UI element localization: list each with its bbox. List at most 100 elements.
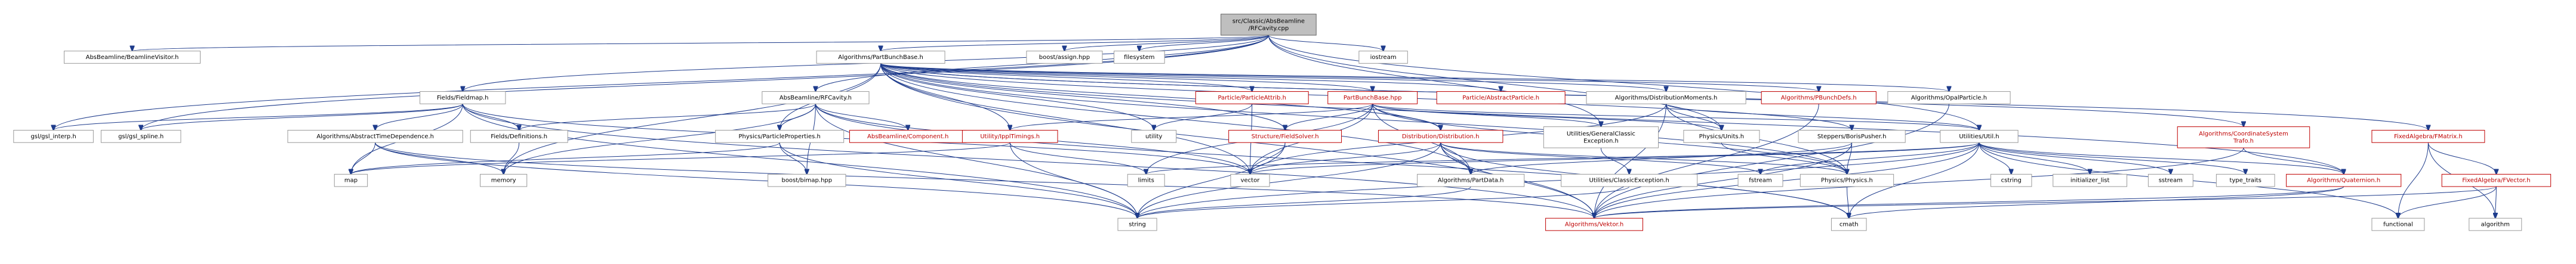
node-label: Distribution/Distribution.h xyxy=(1402,133,1480,140)
node-fmatrix[interactable]: FixedAlgebra/FMatrix.h xyxy=(2371,130,2485,143)
node-map[interactable]: map xyxy=(334,173,368,187)
node-label: Algorithms/PBunchDefs.h xyxy=(1781,95,1857,101)
node-bmap[interactable]: boost/bimap.hpp xyxy=(768,173,846,187)
edge-fieldmap-to-vektor xyxy=(462,104,1594,218)
node-label: Utilities/GeneralClassic xyxy=(1567,131,1635,137)
node-steppers[interactable]: Steppers/BorisPusher.h xyxy=(1798,130,1906,143)
node-vektor[interactable]: Algorithms/Vektor.h xyxy=(1545,218,1643,231)
node-initlist[interactable]: initializer_list xyxy=(2053,173,2128,187)
node-algorithm[interactable]: algorithm xyxy=(2469,218,2522,231)
node-label: boost/assign.hpp xyxy=(1039,54,1090,61)
node-vector[interactable]: vector xyxy=(1230,173,1270,187)
node-component[interactable]: AbsBeamline/Component.h xyxy=(849,130,967,143)
edge-atd-to-memory xyxy=(375,142,504,174)
node-box xyxy=(13,130,94,143)
node-fdefs[interactable]: Fields/Definitions.h xyxy=(470,130,568,143)
node-box xyxy=(1378,130,1503,143)
node-label: AbsBeamline/RFCavity.h xyxy=(779,95,852,101)
node-typetraits[interactable]: type_traits xyxy=(2216,173,2275,187)
edge-utilh-to-typetraits xyxy=(1979,142,2245,174)
node-gslinterp[interactable]: gsl/gsl_interp.h xyxy=(13,130,94,143)
node-cexc[interactable]: Utilities/ClassicException.h xyxy=(1561,173,1698,187)
node-utility[interactable]: utility xyxy=(1131,130,1177,143)
node-physicsh[interactable]: Physics/Physics.h xyxy=(1799,173,1894,187)
node-fvector[interactable]: FixedAlgebra/FVector.h xyxy=(2441,173,2552,187)
node-label: FixedAlgebra/FMatrix.h xyxy=(2394,133,2463,140)
edge-pbbase-to-sfsolver xyxy=(1285,104,1373,130)
node-opaltimings[interactable]: Utility/IpplTimings.h xyxy=(962,130,1058,143)
node-label: Physics/ParticleProperties.h xyxy=(739,133,821,140)
edge-steppers-to-physicsh xyxy=(1847,142,1853,174)
node-label: filesystem xyxy=(1124,54,1154,61)
node-cstring[interactable]: cstring xyxy=(1990,173,2032,187)
node-label: functional xyxy=(2383,222,2413,228)
edge-rfcavityh-to-memory xyxy=(504,104,816,174)
edge-pbb-to-memory xyxy=(504,63,882,174)
node-pbb[interactable]: Algorithms/PartBunchBase.h xyxy=(816,51,945,64)
node-box xyxy=(1436,91,1566,104)
node-label: Algorithms/AbstractTimeDependence.h xyxy=(316,133,434,140)
node-rfcavityh[interactable]: AbsBeamline/RFCavity.h xyxy=(762,91,870,104)
node-distribution[interactable]: Distribution/Distribution.h xyxy=(1378,130,1503,143)
node-physunits[interactable]: Physics/Units.h xyxy=(1683,130,1760,143)
node-box xyxy=(2469,218,2522,231)
node-visitor[interactable]: AbsBeamline/BeamlineVisitor.h xyxy=(63,51,201,64)
node-string[interactable]: string xyxy=(1117,218,1157,231)
node-quaternion[interactable]: Algorithms/Quaternion.h xyxy=(2286,173,2402,187)
node-label: map xyxy=(344,178,358,184)
node-pbbase[interactable]: PartBunchBase.hpp xyxy=(1327,91,1418,104)
node-box xyxy=(334,173,368,187)
edge-partdata-to-string xyxy=(1138,186,1471,218)
node-sstream[interactable]: sstream xyxy=(2147,173,2193,187)
edge-genexc-to-cexc xyxy=(1600,148,1629,174)
node-sfsolver[interactable]: Structure/FieldSolver.h xyxy=(1228,130,1342,143)
edge-root-to-genexc xyxy=(1268,35,1601,127)
node-assign[interactable]: boost/assign.hpp xyxy=(1026,51,1103,64)
node-box xyxy=(1737,173,1783,187)
node-partdata[interactable]: Algorithms/PartData.h xyxy=(1417,173,1525,187)
edge-root-to-utilh xyxy=(1268,35,1979,130)
node-cmath[interactable]: cmath xyxy=(1831,218,1867,231)
node-iostream[interactable]: iostream xyxy=(1358,51,1408,64)
node-box xyxy=(816,51,945,64)
node-label: memory xyxy=(491,178,516,184)
node-fstream[interactable]: fstream xyxy=(1737,173,1783,187)
node-filesystem[interactable]: filesystem xyxy=(1113,51,1165,64)
node-abspart[interactable]: Particle/AbstractParticle.h xyxy=(1436,91,1566,104)
node-pattrib[interactable]: Particle/ParticleAttrib.h xyxy=(1195,91,1309,104)
node-atd[interactable]: Algorithms/AbstractTimeDependence.h xyxy=(287,130,463,143)
edge-opaltimings-to-map xyxy=(351,142,1010,174)
node-physprops[interactable]: Physics/ParticleProperties.h xyxy=(715,130,845,143)
node-label: Steppers/BorisPusher.h xyxy=(1817,133,1887,140)
node-label: sstream xyxy=(2159,178,2183,184)
edge-steppers-to-partdata xyxy=(1471,142,1853,174)
node-utilh[interactable]: Utilities/Util.h xyxy=(1940,130,2019,143)
edge-fieldmap-to-atd xyxy=(375,104,463,130)
edge-physicsh-to-cmath xyxy=(1847,187,1848,218)
edge-distribution-to-vector xyxy=(1250,142,1441,174)
node-pbunchdefs[interactable]: Algorithms/PBunchDefs.h xyxy=(1761,91,1876,104)
node-gslspline[interactable]: gsl/gsl_spline.h xyxy=(100,130,181,143)
node-box xyxy=(1831,218,1867,231)
node-label: FixedAlgebra/FVector.h xyxy=(2462,178,2530,184)
edge-root-to-assign xyxy=(1064,35,1269,51)
node-limits[interactable]: limits xyxy=(1127,173,1165,187)
node-box xyxy=(2177,126,2310,148)
node-memory[interactable]: memory xyxy=(480,173,528,187)
edge-pattrib-to-utility xyxy=(1154,104,1253,130)
node-box xyxy=(63,51,201,64)
node-box xyxy=(1417,173,1525,187)
edge-opalpart-to-vektor xyxy=(1594,104,1949,218)
edge-utilh-to-vector xyxy=(1250,142,1980,174)
node-opalpart[interactable]: Algorithms/OpalParticle.h xyxy=(1887,91,2011,104)
edge-utilh-to-string xyxy=(1138,142,1980,218)
node-box xyxy=(768,173,846,187)
node-functional[interactable]: functional xyxy=(2371,218,2425,231)
node-fieldmap[interactable]: Fields/Fieldmap.h xyxy=(420,91,506,104)
node-box xyxy=(480,173,528,187)
edge-root-to-gslspline xyxy=(141,35,1269,130)
node-distmom[interactable]: Algorithms/DistributionMoments.h xyxy=(1586,91,1746,104)
edge-utilh-to-vektor xyxy=(1594,142,1980,218)
